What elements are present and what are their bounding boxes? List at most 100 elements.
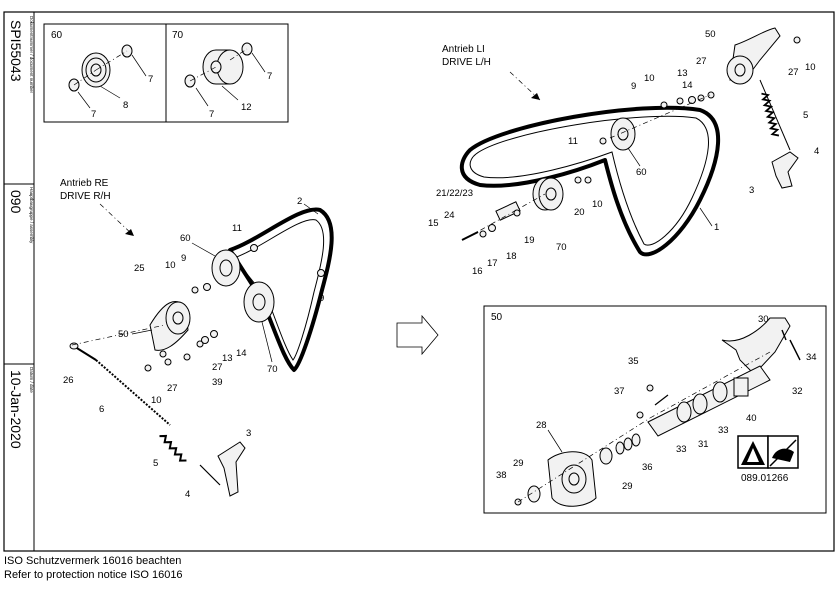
callout-70: 70	[267, 364, 278, 375]
callout-24: 24	[444, 210, 455, 221]
callout-13-lh: 13	[677, 68, 688, 79]
shaft	[647, 365, 771, 437]
callout-60: 60	[180, 233, 191, 244]
bracket	[217, 441, 246, 497]
callout-11: 11	[232, 223, 242, 234]
callout-60-lh: 60	[636, 167, 647, 178]
callout-14: 14	[236, 348, 247, 359]
assembly-number: 090	[8, 190, 24, 214]
callout-10-low: 10	[151, 395, 162, 406]
bracket-lh	[771, 151, 799, 189]
callout-2: 2	[297, 196, 302, 207]
callout-5-lh: 5	[803, 110, 808, 121]
callout-33-right: 33	[718, 425, 729, 436]
doc-number-label: Dokumentnummer / document number	[29, 16, 34, 94]
center-arrow-icon	[396, 314, 439, 356]
callout-14-lh: 14	[682, 80, 693, 91]
callout-70-lh: 70	[556, 242, 567, 253]
callout-29-right: 29	[622, 481, 633, 492]
callout-34: 34	[806, 352, 817, 363]
footer-notice-de: ISO Schutzvermerk 16016 beachten	[4, 555, 182, 567]
callout-13: 13	[222, 353, 233, 364]
callout-16: 16	[472, 266, 483, 277]
callout-4: 4	[185, 489, 190, 500]
drive-rh-assembly: Antrieb RE DRIVE R/H	[60, 178, 334, 500]
callout-37: 37	[614, 386, 625, 397]
doc-number: SPI55043	[8, 20, 24, 82]
callout-17: 17	[487, 258, 498, 269]
callout-6: 6	[99, 404, 104, 415]
callout-7d: 7	[209, 109, 214, 120]
pulley-70-drawing	[184, 42, 266, 107]
callout-18: 18	[506, 251, 517, 262]
callout-38: 38	[496, 470, 507, 481]
drive-lh-assembly: Antrieb LI DRIVE L/H	[428, 27, 819, 277]
tension-spring	[159, 434, 187, 462]
arm-30	[721, 317, 791, 373]
callout-50-lh: 50	[705, 29, 716, 40]
callout-40: 40	[746, 413, 757, 424]
callout-26: 26	[63, 375, 74, 386]
tension-spring-lh	[761, 92, 780, 137]
callout-3-lh: 3	[749, 185, 754, 196]
pulley-60-drawing	[68, 44, 147, 109]
callout-19: 19	[524, 235, 535, 246]
inset-60-title: 60	[51, 30, 63, 41]
callout-5: 5	[153, 458, 158, 469]
drive-belt-lh	[459, 105, 721, 257]
callout-20: 20	[574, 207, 585, 218]
callout-7a: 7	[148, 74, 153, 85]
callout-7c: 7	[267, 71, 272, 82]
callout-35: 35	[628, 356, 639, 367]
label-code: 089.01266	[741, 473, 789, 484]
warning-label: 089.01266	[737, 435, 799, 484]
callout-3: 3	[246, 428, 251, 439]
drawing-frame	[3, 11, 835, 552]
date-label: Datum / date	[29, 367, 34, 393]
callout-33-left: 33	[676, 444, 687, 455]
callout-11-lh: 11	[568, 136, 578, 147]
callout-8: 8	[123, 100, 128, 111]
callout-27-lh-top: 27	[788, 67, 799, 78]
drive-rh-heading-de: Antrieb RE	[60, 178, 109, 189]
drive-lh-heading-de: Antrieb LI	[442, 44, 485, 55]
callout-31: 31	[698, 439, 709, 450]
callout-25: 25	[134, 263, 145, 274]
callout-7b: 7	[91, 109, 96, 120]
date-value: 10-Jan-2020	[8, 370, 24, 449]
callout-27-lh: 27	[696, 56, 707, 67]
chain	[95, 359, 171, 426]
callout-36: 36	[642, 462, 653, 473]
callout-9-top: 9	[181, 253, 186, 264]
callout-27-low: 27	[167, 383, 178, 394]
detail-50-title: 50	[491, 312, 503, 323]
callout-27-mid: 27	[212, 362, 223, 373]
callout-21-22-23: 21/22/23	[436, 188, 473, 199]
callout-50: 50	[118, 329, 129, 340]
sleeve-40	[733, 377, 749, 397]
callout-15: 15	[428, 218, 439, 229]
callout-1: 1	[714, 222, 719, 233]
callout-10-lh-top: 10	[805, 62, 816, 73]
inset-70-title: 70	[172, 30, 184, 41]
callout-10-lh-a: 10	[644, 73, 655, 84]
assembly-label: Hauptbaugruppe / assembly	[29, 187, 34, 244]
drive-rh-heading-en: DRIVE R/H	[60, 191, 111, 202]
callout-9-right: 9	[319, 293, 324, 304]
inset-pulley-details: 60 70 7 7 8	[43, 23, 289, 123]
callout-10-lh-b: 10	[592, 199, 603, 210]
drive-belt	[228, 207, 334, 372]
callout-28: 28	[536, 420, 547, 431]
callout-30: 30	[758, 314, 769, 325]
drive-lh-heading-en: DRIVE L/H	[442, 57, 491, 68]
callout-4-lh: 4	[814, 146, 819, 157]
callout-9-lh: 9	[631, 81, 636, 92]
detail-50-box: 50 08	[483, 305, 827, 514]
title-block: SPI55043 Dokumentnummer / document numbe…	[8, 16, 34, 449]
footer-notice-en: Refer to protection notice ISO 16016	[4, 569, 183, 581]
callout-10-top: 10	[165, 260, 176, 271]
callout-32: 32	[792, 386, 803, 397]
direction-arrow	[125, 229, 134, 236]
callout-12: 12	[241, 102, 252, 113]
